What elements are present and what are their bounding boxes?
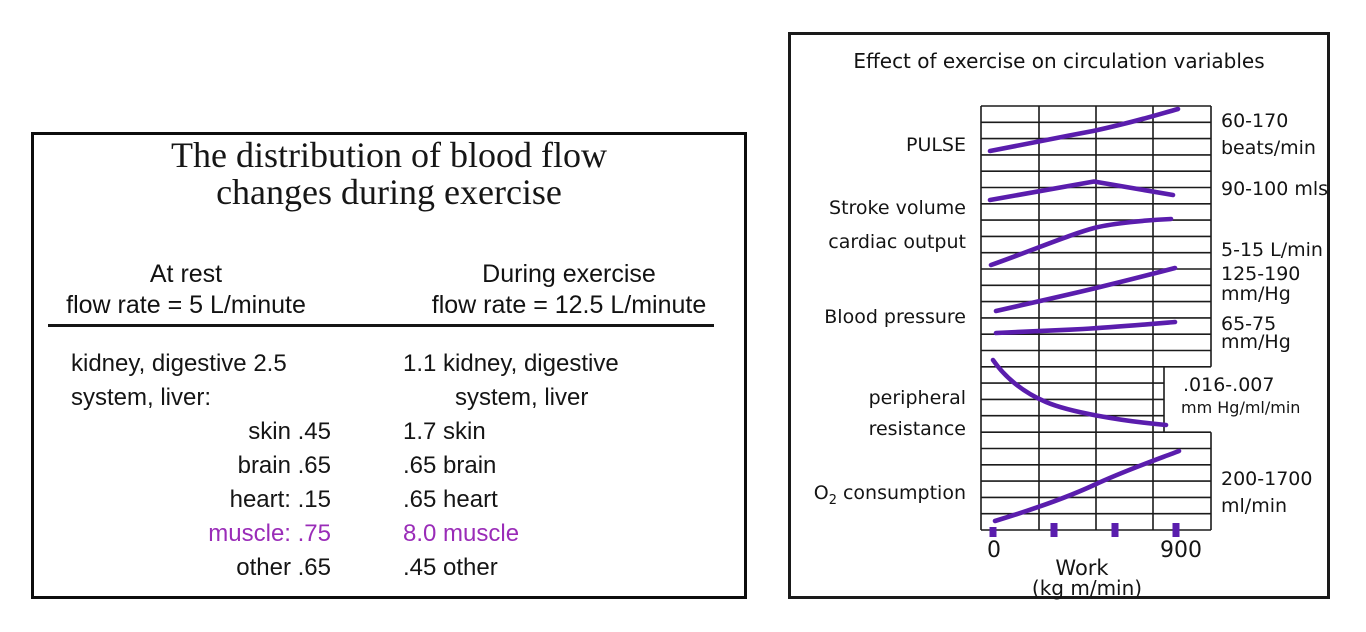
label-o2-consumption: O2 consumption — [791, 482, 966, 512]
label-pulse: PULSE — [905, 134, 966, 156]
at-rest-column: kidney, digestive 2.5 system, liver: ski… — [71, 347, 331, 585]
at-rest-subheader: flow rate = 5 L/minute — [66, 291, 306, 319]
during-exercise-header: During exercise — [482, 260, 656, 288]
table-row: 1.1 kidney, digestive — [403, 350, 619, 377]
table-row-muscle: muscle: .75 — [208, 520, 331, 547]
o2-subscript: 2 — [828, 492, 837, 508]
x-axis-label-0: 0 — [987, 538, 1001, 563]
x-axis-label-900: 900 — [1160, 538, 1202, 563]
label-peripheral: peripheral — [868, 387, 966, 409]
x-axis-tick-900 — [1172, 523, 1180, 537]
range-peripheral-resistance-values: .016-.007 — [1183, 374, 1275, 396]
range-bp-systolic-units: mm/Hg — [1221, 283, 1291, 305]
label-resistance: resistance — [868, 418, 966, 440]
range-bp-systolic-values: 125-190 — [1221, 263, 1301, 285]
x-axis-tick-300 — [1050, 523, 1058, 537]
x-axis-tick-600 — [1111, 523, 1119, 537]
label-blood-pressure: Blood pressure — [824, 306, 966, 328]
o2-letter: O — [813, 482, 829, 504]
range-peripheral-resistance-units: mm Hg/ml/min — [1181, 398, 1301, 417]
table-row: heart: .15 — [229, 486, 331, 513]
during-exercise-subheader: flow rate = 12.5 L/minute — [431, 291, 707, 319]
at-rest-header: At rest — [149, 260, 223, 288]
table-row-muscle: 8.0 muscle — [403, 520, 520, 547]
curve-blood-pressure-diastolic — [993, 319, 1178, 336]
table-row: kidney, digestive 2.5 — [71, 350, 287, 377]
curve-peripheral-resistance — [990, 357, 1169, 428]
range-o2-values: 200-1700 — [1221, 468, 1313, 490]
curve-cardiac-output — [988, 216, 1174, 268]
column-header-at-rest: At rest flow rate = 5 L/minute — [48, 259, 324, 321]
x-axis-title-work: Work — [1055, 556, 1109, 580]
table-row: system, liver — [455, 384, 589, 411]
table-title-line2: changes during exercise — [216, 172, 562, 212]
column-header-during-exercise: During exercise flow rate = 12.5 L/minut… — [401, 259, 737, 321]
range-stroke-volume: 90-100 mls — [1221, 178, 1329, 200]
circulation-chart-panel: Effect of exercise on circulation variab… — [788, 32, 1330, 600]
table-row: brain .65 — [237, 452, 331, 479]
x-axis-title-units: (kg m/min) — [1031, 576, 1143, 600]
during-exercise-column: 1.1 kidney, digestive system, liver 1.7 … — [403, 347, 733, 585]
curve-stroke-volume — [987, 179, 1176, 203]
table-row: .65 heart — [403, 486, 498, 513]
range-bp-diastolic-values: 65-75 — [1221, 313, 1277, 335]
curve-o2-consumption — [992, 448, 1182, 524]
header-underline — [48, 324, 714, 327]
range-bp-diastolic-units: mm/Hg — [1221, 331, 1291, 353]
curve-blood-pressure-systolic — [993, 265, 1178, 314]
table-row: .45 other — [403, 554, 498, 581]
circulation-chart — [980, 105, 1212, 537]
table-row: skin .45 — [248, 418, 331, 445]
x-axis-tick-0 — [989, 527, 997, 537]
table-row: .65 brain — [403, 452, 497, 479]
label-cardiac-output: cardiac output — [828, 231, 966, 253]
table-row: system, liver: — [71, 384, 212, 411]
curve-pulse — [987, 106, 1181, 154]
range-pulse-units: beats/min — [1221, 137, 1316, 159]
blood-flow-table-panel: The distribution of blood flow changes d… — [31, 132, 747, 599]
table-row: other .65 — [236, 554, 331, 581]
table-title-line1: The distribution of blood flow — [171, 135, 607, 175]
table-row: 1.7 skin — [403, 418, 486, 445]
label-stroke-volume: Stroke volume — [829, 197, 966, 219]
range-cardiac-output: 5-15 L/min — [1221, 239, 1323, 261]
range-o2-units: ml/min — [1221, 495, 1288, 517]
range-pulse-values: 60-170 — [1221, 110, 1289, 132]
chart-title: Effect of exercise on circulation variab… — [853, 49, 1265, 73]
chart-grid — [980, 105, 1212, 531]
o2-word: consumption — [836, 482, 966, 504]
